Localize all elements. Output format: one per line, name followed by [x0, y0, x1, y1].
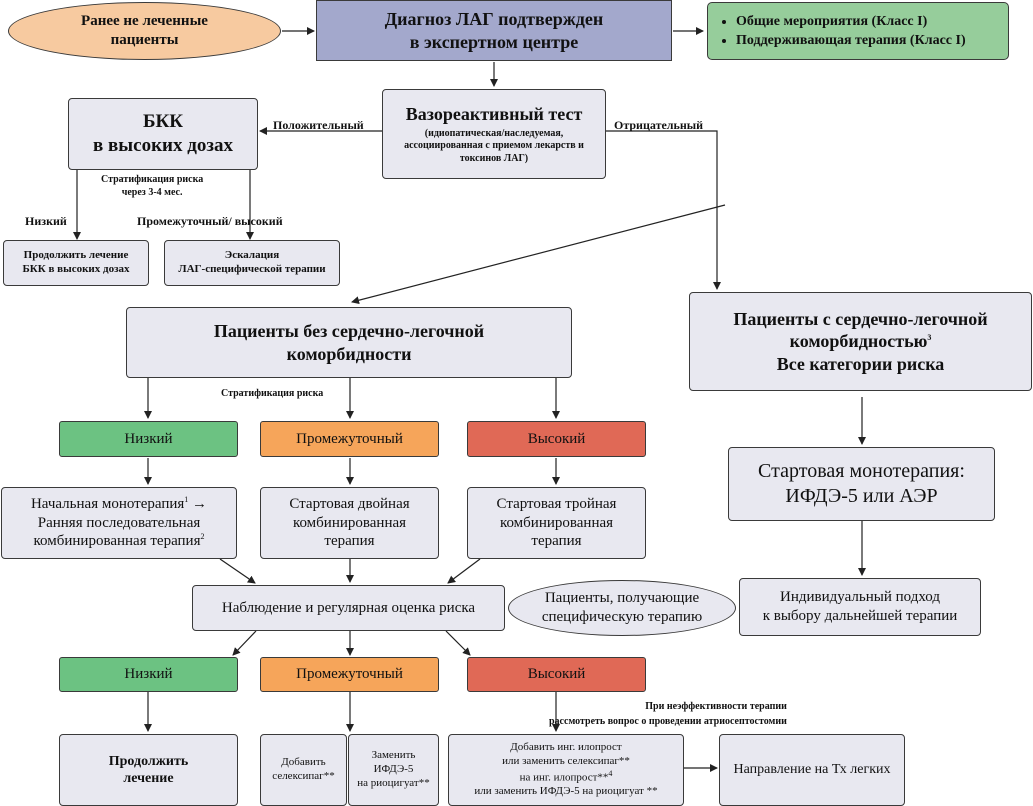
continue-bkk-node: Продолжить лечение БКК в высоких дозах — [3, 240, 149, 286]
bkk-high-dose-node: БКК в высоких дозах — [68, 98, 258, 170]
high-risk-options-node: Добавить инг. илопрост или заменить селе… — [448, 734, 684, 806]
risk-stratification-3-4-label: Стратификация риска через 3-4 мес. — [101, 174, 204, 198]
treated-patients-node: Пациенты, получающие специфическую терап… — [508, 580, 736, 636]
triple-combination-node: Стартовая тройная комбинированная терапи… — [467, 487, 646, 559]
risk-low-box-followup: Низкий — [59, 657, 238, 692]
individual-approach-node: Индивидуальный подход к выбору дальнейше… — [739, 578, 981, 636]
diagnosis-node: Диагноз ЛАГ подтвержден в экспертном цен… — [316, 0, 672, 61]
vasoreactivity-test-node: Вазореактивный тест (идиопатическая/насл… — [382, 89, 606, 179]
risk-stratification-label: Стратификация риска — [221, 388, 324, 399]
continue-treatment-node: Продолжить лечение — [59, 734, 238, 806]
general-measures-item: Поддерживающая терапия (Класс I) — [736, 32, 966, 50]
add-selexipag-node: Добавить селексипаг** — [260, 734, 347, 806]
positive-label: Положительный — [273, 118, 364, 132]
risk-high-box-followup: Высокий — [467, 657, 646, 692]
escalation-node: Эскалация ЛАГ-специфической терапии — [164, 240, 340, 286]
start-monotherapy-node: Стартовая монотерапия: ИФДЭ-5 или АЭР — [728, 447, 995, 521]
risk-intermediate-box: Промежуточный — [260, 421, 439, 457]
double-combination-node: Стартовая двойная комбинированная терапи… — [260, 487, 439, 559]
negative-label: Отрицательный — [614, 118, 704, 132]
general-measures-item: Общие мероприятия (Класс I) — [736, 13, 966, 31]
replace-pde5-node: Заменить ИФДЭ-5 на риоцигуат** — [348, 734, 439, 806]
initial-monotherapy-node: Начальная монотерапия1 → Ранняя последов… — [1, 487, 237, 559]
with-comorbidity-node: Пациенты с сердечно-легочной коморбиднос… — [689, 292, 1032, 391]
observation-node: Наблюдение и регулярная оценка риска — [192, 585, 505, 631]
risk-low-box: Низкий — [59, 421, 238, 457]
intermediate-high-label: Промежуточный/ высокий — [137, 214, 283, 228]
ineffective-therapy-note: При неэффективности терапии рассмотреть … — [549, 701, 787, 727]
risk-intermediate-box-followup: Промежуточный — [260, 657, 439, 692]
low-risk-label: Низкий — [25, 214, 67, 228]
risk-high-box: Высокий — [467, 421, 646, 457]
lung-transplant-node: Направление на Тх легких — [719, 734, 905, 806]
untreated-patients-node: Ранее не леченные пациенты — [8, 2, 281, 60]
no-comorbidity-node: Пациенты без сердечно-легочной коморбидн… — [126, 307, 572, 378]
general-measures-node: Общие мероприятия (Класс I) Поддерживающ… — [707, 2, 1009, 60]
